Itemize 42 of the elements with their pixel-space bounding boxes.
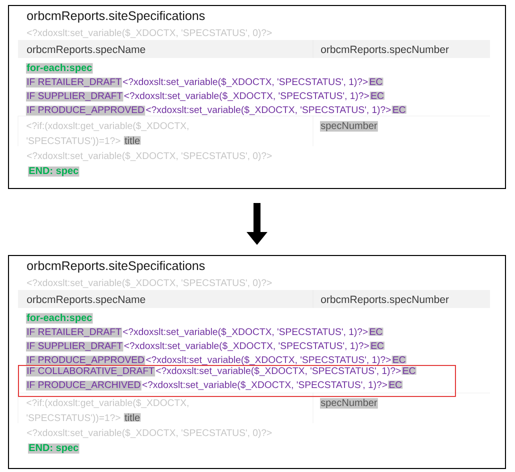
heading-text: orbcmReports.siteSpecifications bbox=[27, 10, 205, 23]
column-header: orbcmReports.specNumber bbox=[321, 295, 449, 306]
code-text: <?xdoxslt:set_variable($_XDOCTX, 'SPECSTATUS', 0)?> bbox=[27, 28, 272, 38]
code-text: <?xdoxslt:set_variable($_XDOCTX, 'SPECSTATUS', 0)?> bbox=[27, 278, 272, 288]
code-text: <?xdoxslt:set_variable($_XDOCTX, 'SPECSTATUS', 1)?> bbox=[156, 366, 401, 376]
field-tag: EC bbox=[388, 380, 403, 389]
field-tag: IF SUPPLIER_DRAFT bbox=[26, 342, 124, 352]
field-tag: EC bbox=[392, 106, 406, 114]
code-text: <?xdoxslt:set_variable($_XDOCTX, 'SPECSTATUS', 1)?> bbox=[142, 380, 387, 390]
code-text: <?xdoxslt:set_variable($_XDOCTX, 'SPECSTATUS', 1)?> bbox=[124, 92, 369, 101]
field-tag: END: spec bbox=[28, 166, 80, 177]
field-tag: specNumber bbox=[320, 121, 378, 132]
field-tag: EC bbox=[402, 366, 416, 375]
field-tag: IF COLLABORATIVE_DRAFT bbox=[26, 366, 156, 376]
code-text: <?xdoxslt:set_variable($_XDOCTX, 'SPECSTATUS', 1)?> bbox=[124, 342, 369, 351]
column-header: orbcmReports.specName bbox=[27, 45, 146, 56]
field-tag: IF PRODUCE_APPROVED bbox=[26, 106, 146, 116]
field-tag: specNumber bbox=[320, 398, 378, 409]
field-tag: IF PRODUCE_APPROVED bbox=[26, 356, 146, 366]
field-tag: IF RETAILER_DRAFT bbox=[26, 78, 122, 88]
field-tag: END: spec bbox=[28, 444, 80, 454]
heading-text: orbcmReports.siteSpecifications bbox=[27, 260, 205, 273]
code-text: <?if:(xdoxslt:get_variable($_XDOCTX, 'SPECSTATUS'))=1?> title bbox=[26, 398, 188, 423]
code-text: <?xdoxslt:set_variable($_XDOCTX, 'SPECSTATUS', 1)?> bbox=[123, 328, 368, 337]
field-tag: EC bbox=[368, 328, 384, 336]
code-text: <?xdoxslt:set_variable($_XDOCTX, 'SPECSTATUS', 1)?> bbox=[146, 356, 391, 365]
field-tag: IF RETAILER_DRAFT bbox=[26, 328, 122, 338]
field-tag: EC bbox=[392, 356, 406, 364]
code-text: <?if:(xdoxslt:get_variable($_XDOCTX, 'SPECSTATUS'))=1?> title bbox=[26, 122, 188, 146]
field-tag: for-each:spec bbox=[26, 313, 93, 324]
field-tag: IF PRODUCE_ARCHIVED bbox=[26, 380, 142, 390]
field-tag: EC bbox=[368, 78, 384, 86]
column-header: orbcmReports.specNumber bbox=[321, 45, 449, 56]
code-text: <?xdoxslt:set_variable($_XDOCTX, 'SPECSTATUS', 0)?> bbox=[27, 152, 272, 161]
code-text: <?xdoxslt:set_variable($_XDOCTX, 'SPECSTATUS', 0)?> bbox=[27, 428, 272, 438]
field-tag: EC bbox=[370, 342, 384, 350]
code-text: <?xdoxslt:set_variable($_XDOCTX, 'SPECSTATUS', 1)?> bbox=[123, 78, 368, 87]
column-header: orbcmReports.specName bbox=[27, 295, 146, 306]
field-tag: IF SUPPLIER_DRAFT bbox=[26, 92, 124, 102]
code-text: <?xdoxslt:set_variable($_XDOCTX, 'SPECSTATUS', 1)?> bbox=[146, 106, 391, 115]
field-tag: EC bbox=[370, 92, 384, 100]
field-tag: for-each:spec bbox=[26, 63, 93, 74]
